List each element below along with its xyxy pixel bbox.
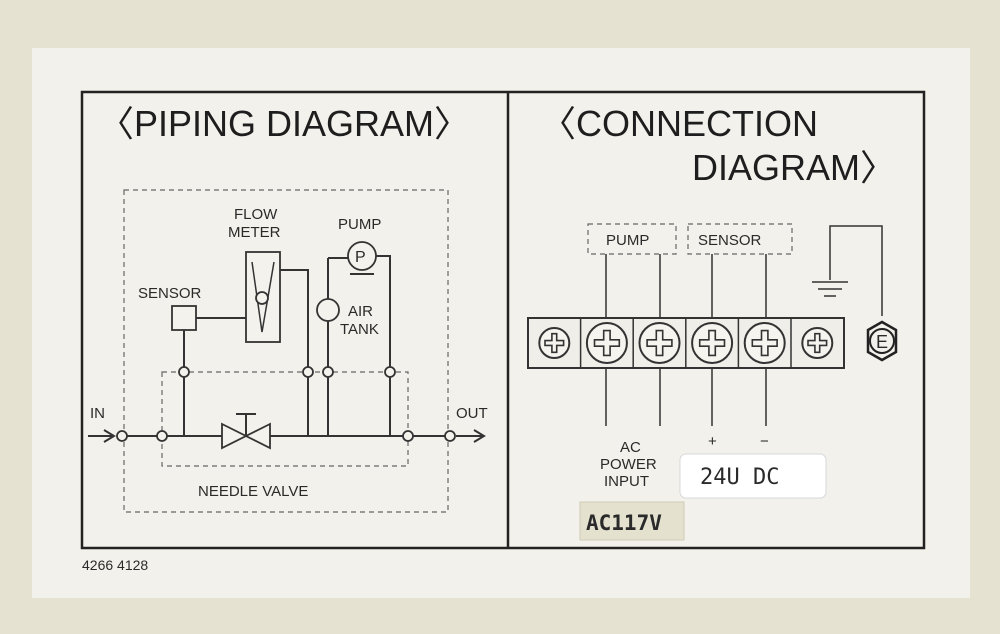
earth-symbol: E xyxy=(876,332,888,352)
terminal-screw-icon xyxy=(801,327,834,359)
junction-node xyxy=(302,366,314,378)
air-tank-label: TANK xyxy=(340,321,379,338)
ac-sticker-text: AC117V xyxy=(586,511,662,535)
terminal-screw-icon xyxy=(691,322,734,364)
dc-sticker xyxy=(679,453,827,499)
air-tank-icon xyxy=(316,298,340,322)
terminal-screw-icon xyxy=(638,322,681,364)
air-tank-label: AIR xyxy=(348,303,373,320)
piping-title: 〈PIPING DIAGRAM〉 xyxy=(98,103,470,144)
sensor-icon xyxy=(171,305,197,331)
connection-title: DIAGRAM〉 xyxy=(692,147,896,188)
part-number: 4266 4128 xyxy=(82,557,148,573)
junction-node xyxy=(384,366,396,378)
flow-meter-label: METER xyxy=(228,224,281,241)
pump-symbol: P xyxy=(355,249,366,266)
junction-node xyxy=(402,430,414,442)
ground-icon xyxy=(812,225,883,316)
minus-label: − xyxy=(760,433,769,450)
connection-title: 〈CONNECTION xyxy=(540,103,818,144)
piping-diagram: 〈PIPING DIAGRAM〉 xyxy=(88,103,488,513)
pump-icon: P xyxy=(347,241,377,275)
junction-node xyxy=(116,430,128,442)
sensor-group-box xyxy=(687,223,793,255)
junction-node xyxy=(322,366,334,378)
unit-boundary xyxy=(123,189,449,513)
terminal-screw-icon xyxy=(743,322,786,364)
junction-node xyxy=(156,430,168,442)
needle-valve-icon xyxy=(221,413,271,450)
needle-valve-label: NEEDLE VALVE xyxy=(198,483,308,500)
plus-label: + xyxy=(708,433,717,450)
junction-node xyxy=(178,366,190,378)
out-label: OUT xyxy=(456,405,488,422)
ac-sticker xyxy=(579,501,685,541)
sensor-label: SENSOR xyxy=(138,285,202,302)
dc-sticker-text: 24U DC xyxy=(700,465,779,490)
ac-power-label: AC xyxy=(620,439,641,456)
terminal-screw-icon xyxy=(585,322,628,364)
outer-frame xyxy=(80,90,926,550)
connection-diagram: 〈CONNECTION DIAGRAM〉 PUMP SENSOR E xyxy=(527,103,898,541)
ac-power-label: POWER xyxy=(600,456,657,473)
in-label: IN xyxy=(90,405,105,422)
sensor-group-label: SENSOR xyxy=(698,232,762,249)
pump-group-label: PUMP xyxy=(606,232,649,249)
pump-label: PUMP xyxy=(338,216,381,233)
ac-power-label: INPUT xyxy=(604,473,649,490)
needle-valve-block xyxy=(161,371,409,467)
terminal-screw-icon xyxy=(538,327,571,359)
pump-group-box xyxy=(587,223,677,255)
earth-terminal-icon: E xyxy=(866,320,898,362)
flow-meter-label: FLOW xyxy=(234,206,278,223)
junction-node xyxy=(444,430,456,442)
